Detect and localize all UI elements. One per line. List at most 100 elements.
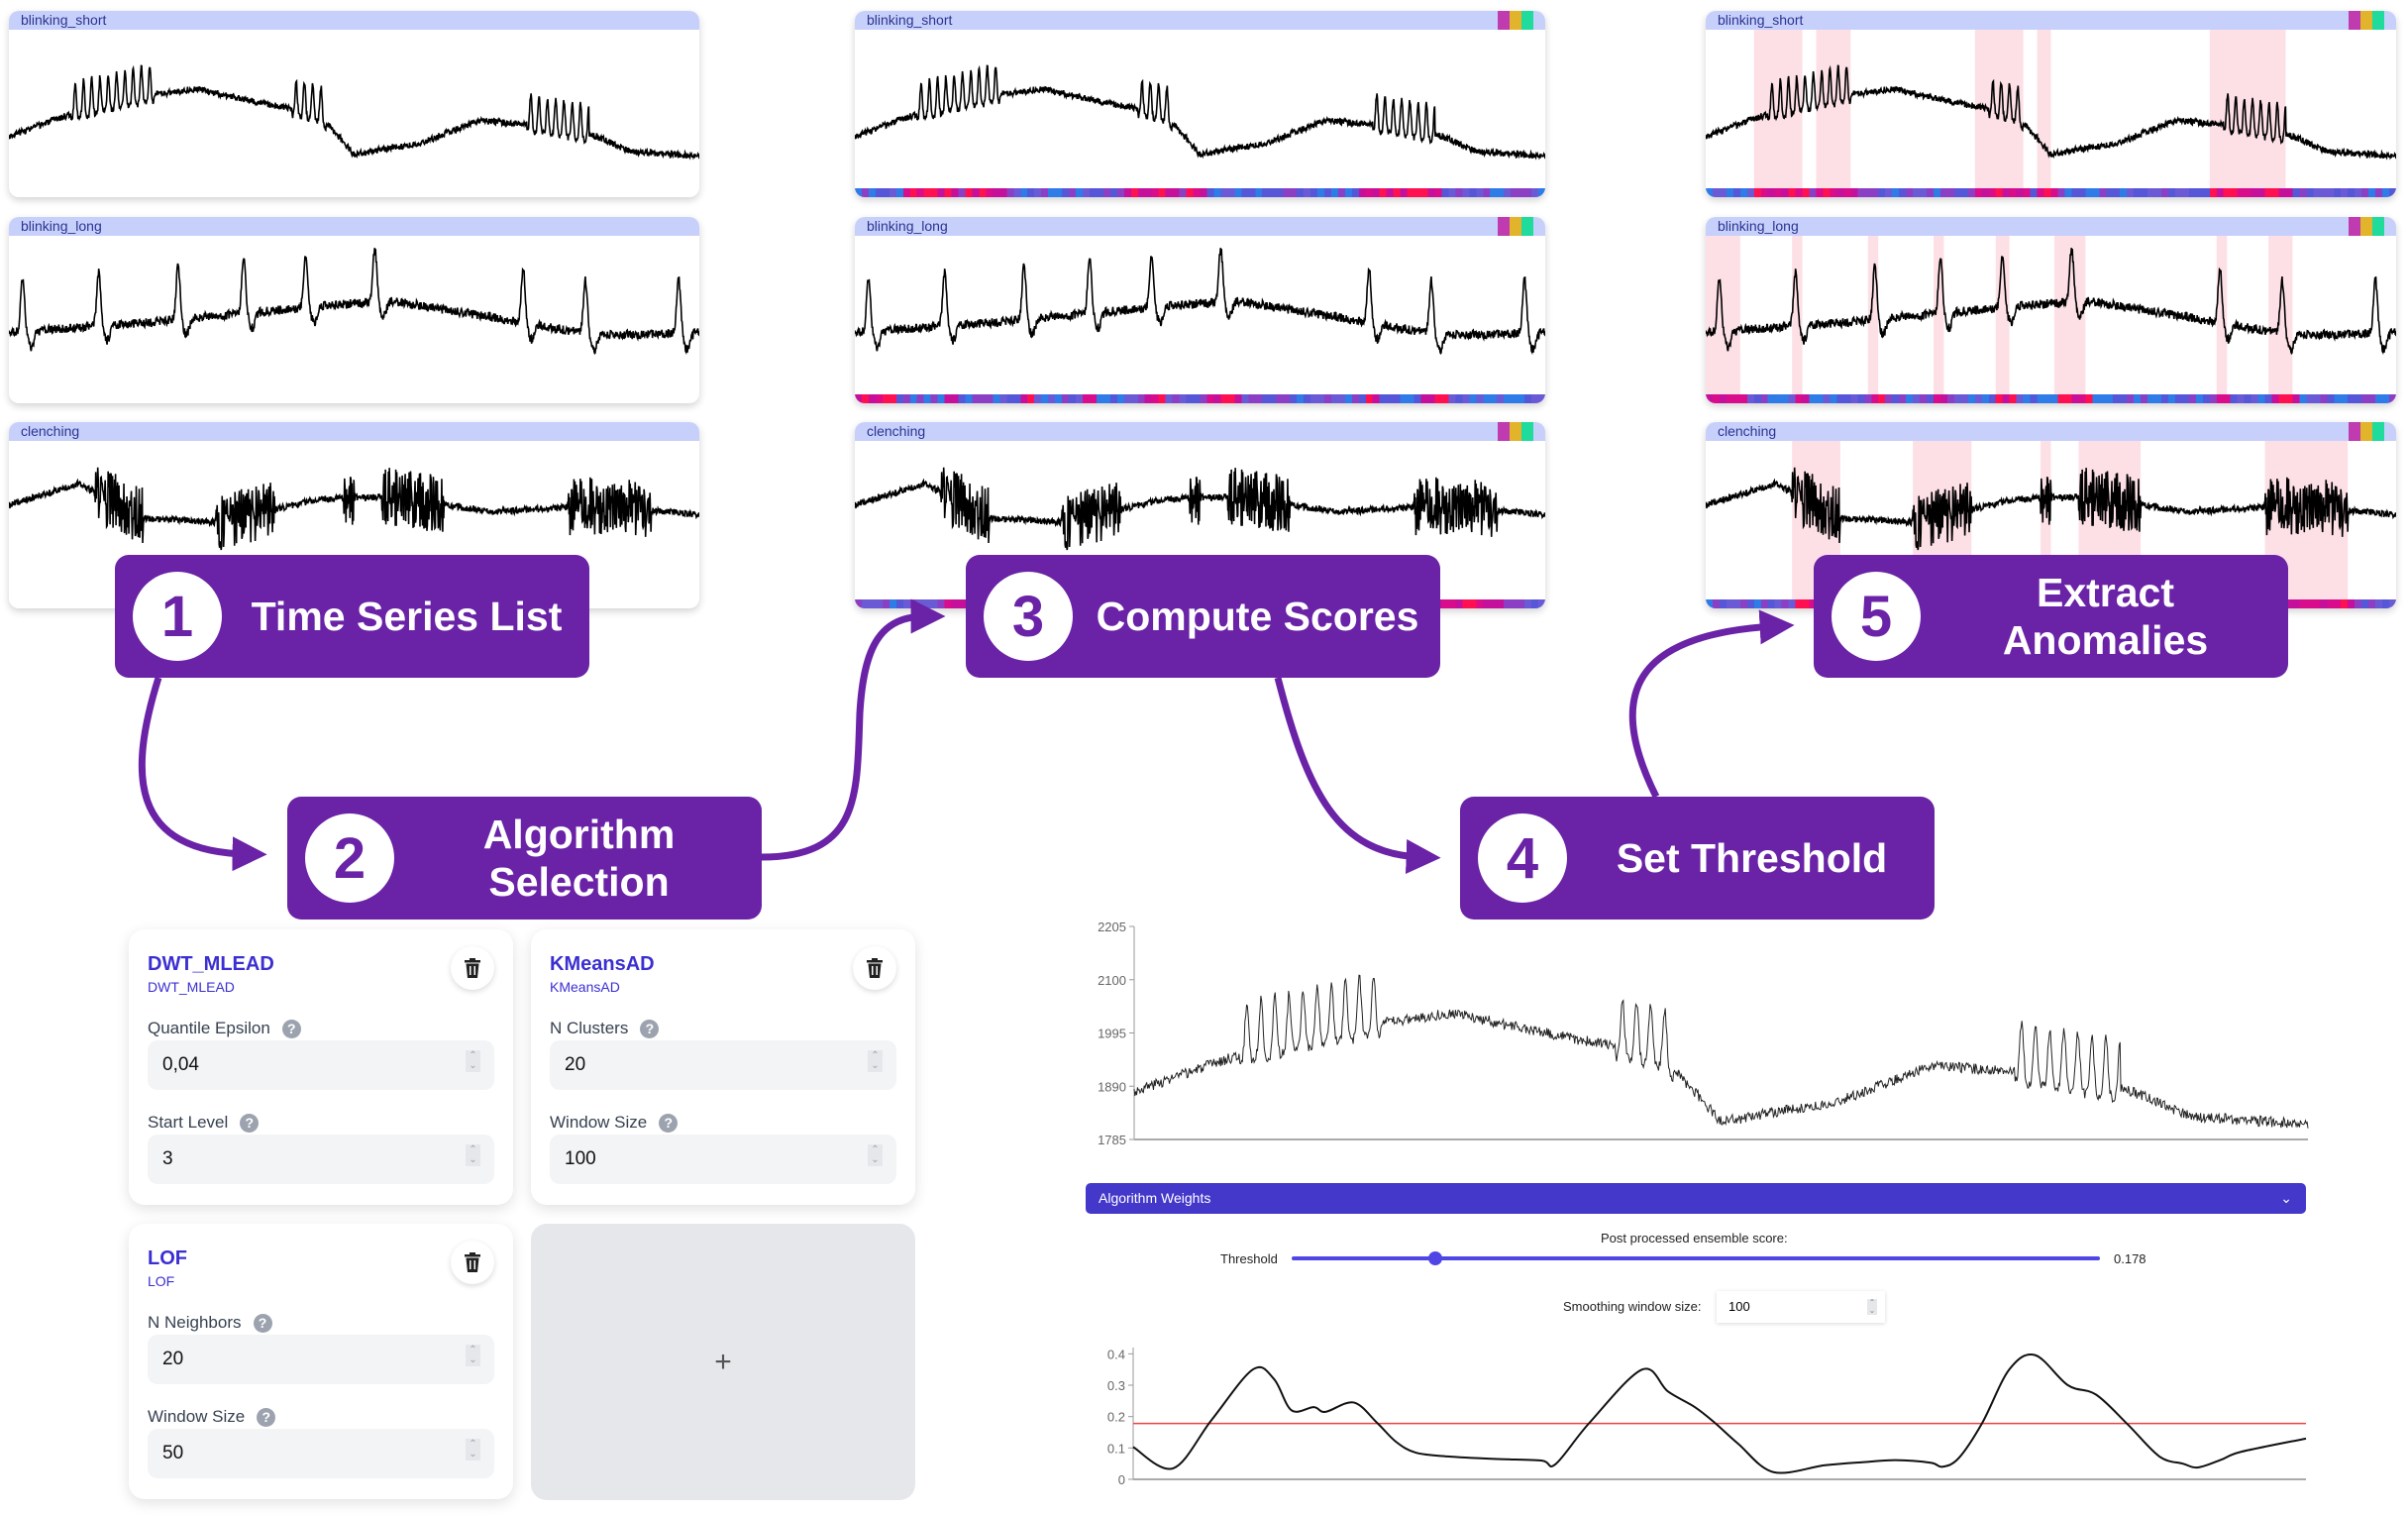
time-series-panel-blinking_long[interactable]: blinking_long	[1706, 217, 2396, 403]
param-input[interactable]: 50⌃⌄	[148, 1429, 494, 1478]
slider-thumb[interactable]	[1428, 1251, 1443, 1265]
anomaly-region	[1816, 30, 1851, 188]
score-chart: 00.10.20.30.4	[1107, 1347, 2307, 1487]
time-series-panel-blinking_long[interactable]: blinking_long	[9, 217, 699, 403]
help-icon[interactable]: ?	[281, 1019, 301, 1038]
algorithm-card-lof: LOF LOF N Neighbors? 20⌃⌄Window Size? 50…	[129, 1224, 513, 1499]
time-series-panel-blinking_short[interactable]: blinking_short	[855, 11, 1545, 197]
stepper-icon[interactable]: ⌃⌄	[466, 1345, 480, 1366]
algorithm-color-badge	[1498, 422, 1510, 441]
param-input[interactable]: 100⌃⌄	[550, 1135, 896, 1184]
algorithm-color-badge	[1510, 422, 1521, 441]
time-series-panel-blinking_short[interactable]: blinking_short	[9, 11, 699, 197]
stepper-icon[interactable]: ⌃⌄	[466, 1439, 480, 1461]
add-algorithm-button[interactable]: +	[531, 1224, 915, 1500]
anomaly-region	[1792, 236, 1803, 394]
arrow-4-to-5	[1628, 609, 1795, 799]
anomaly-region	[2209, 30, 2286, 188]
help-icon[interactable]: ?	[240, 1113, 260, 1133]
algorithm-color-badge	[1510, 11, 1521, 30]
algorithm-color-badge	[1521, 11, 1533, 30]
panel-title: blinking_long	[855, 217, 1545, 236]
algorithm-color-badge	[2349, 217, 2360, 236]
series-line	[855, 468, 1545, 550]
y-tick-label: 2205	[1098, 920, 1126, 934]
step-label: Extract Anomalies	[2002, 570, 2209, 663]
y-tick-label: 1995	[1098, 1027, 1126, 1041]
algorithm-color-badge	[2360, 11, 2372, 30]
score-color-strip	[855, 188, 1545, 197]
anomaly-region	[1995, 236, 2010, 394]
smoothing-value: 100	[1728, 1299, 1750, 1314]
delete-algorithm-button[interactable]	[451, 1241, 494, 1284]
delete-algorithm-button[interactable]	[451, 946, 494, 990]
anomaly-region	[2041, 441, 2051, 599]
score-color-strip	[1706, 394, 2396, 403]
algorithm-color-badge	[2372, 11, 2384, 30]
algorithm-color-badge	[1521, 422, 1533, 441]
y-tick-label: 0	[1118, 1472, 1125, 1487]
step-number: 2	[305, 813, 394, 903]
delete-algorithm-button[interactable]	[853, 946, 896, 990]
algorithm-weights-accordion[interactable]: Algorithm Weights ⌄	[1086, 1183, 2306, 1214]
help-icon[interactable]: ?	[257, 1407, 276, 1427]
param-label: N Clusters?	[550, 1019, 660, 1038]
smoothing-label: Smoothing window size:	[1563, 1299, 1702, 1314]
arrow-3-to-4	[1274, 677, 1441, 874]
step-label: Set Threshold	[1616, 835, 1888, 881]
y-tick-label: 0.2	[1107, 1410, 1125, 1425]
stepper-icon[interactable]: ⌃⌄	[466, 1050, 480, 1072]
series-plot	[1706, 30, 2396, 188]
algorithm-color-badge	[2360, 422, 2372, 441]
series-plot	[9, 236, 699, 394]
trash-icon	[867, 958, 883, 978]
step-label: Algorithm Selection	[482, 812, 676, 905]
series-line	[1706, 248, 2396, 353]
stepper-icon[interactable]: ⌃⌄	[868, 1050, 883, 1072]
param-input[interactable]: 0,04⌃⌄	[148, 1040, 494, 1090]
help-icon[interactable]: ?	[659, 1113, 679, 1133]
series-plot	[1706, 236, 2396, 394]
stepper-icon[interactable]: ⌃⌄	[466, 1144, 480, 1166]
algorithm-color-badge	[1521, 217, 1533, 236]
time-series-panel-blinking_long[interactable]: blinking_long	[855, 217, 1545, 403]
algorithm-color-badge	[2372, 422, 2384, 441]
threshold-slider[interactable]	[1292, 1251, 2100, 1265]
algorithm-color-badge	[1510, 217, 1521, 236]
y-tick-label: 1890	[1098, 1079, 1126, 1094]
algorithm-name: DWT_MLEAD	[148, 953, 274, 975]
step-number: 4	[1478, 813, 1567, 903]
help-icon[interactable]: ?	[253, 1313, 272, 1333]
anomaly-region	[1934, 236, 1944, 394]
algorithm-card-kmeansad: KMeansAD KMeansAD N Clusters? 20⌃⌄Window…	[531, 929, 915, 1205]
algorithm-id: DWT_MLEAD	[148, 979, 235, 995]
panel-title: blinking_short	[855, 11, 1545, 30]
param-input[interactable]: 20⌃⌄	[550, 1040, 896, 1090]
anomaly-region	[1706, 236, 1740, 394]
smoothing-window-input[interactable]: 100 ⌃⌄	[1717, 1291, 1885, 1323]
anomaly-region	[2216, 236, 2228, 394]
series-line	[855, 248, 1545, 353]
param-input[interactable]: 3⌃⌄	[148, 1135, 494, 1184]
param-label: N Neighbors?	[148, 1313, 272, 1333]
plus-icon: +	[714, 1345, 732, 1378]
chevron-down-icon: ⌄	[2280, 1190, 2292, 1206]
stepper-icon[interactable]: ⌃⌄	[868, 1144, 883, 1166]
score-color-strip	[1706, 188, 2396, 197]
trash-icon	[465, 1252, 480, 1272]
stepper-icon[interactable]: ⌃⌄	[1867, 1298, 1877, 1315]
y-tick-label: 0.3	[1107, 1378, 1125, 1393]
algorithm-color-badge	[1498, 11, 1510, 30]
algorithm-color-badge	[2349, 11, 2360, 30]
help-icon[interactable]: ?	[640, 1019, 660, 1038]
panel-title: blinking_short	[9, 11, 699, 30]
time-series-panel-blinking_short[interactable]: blinking_short	[1706, 11, 2396, 197]
score-color-strip	[855, 394, 1545, 403]
param-input[interactable]: 20⌃⌄	[148, 1335, 494, 1384]
step-2-algorithm-selection: 2 Algorithm Selection	[287, 797, 762, 920]
param-label: Start Level?	[148, 1113, 260, 1133]
